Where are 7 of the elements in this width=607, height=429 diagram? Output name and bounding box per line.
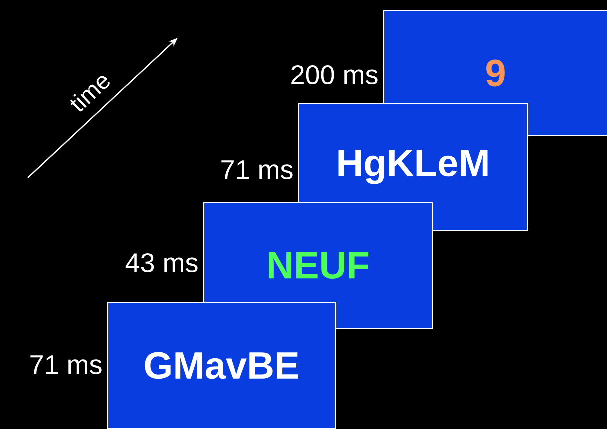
- node-label: 9: [486, 60, 505, 87]
- stimulus-screen: GMavBE: [107, 302, 336, 429]
- duration-label: 71 ms: [30, 356, 102, 374]
- axis-label: time: [70, 76, 110, 112]
- duration-label: 43 ms: [126, 253, 198, 273]
- duration-label: 200 ms: [292, 65, 378, 85]
- duration-label: 71 ms: [222, 160, 293, 180]
